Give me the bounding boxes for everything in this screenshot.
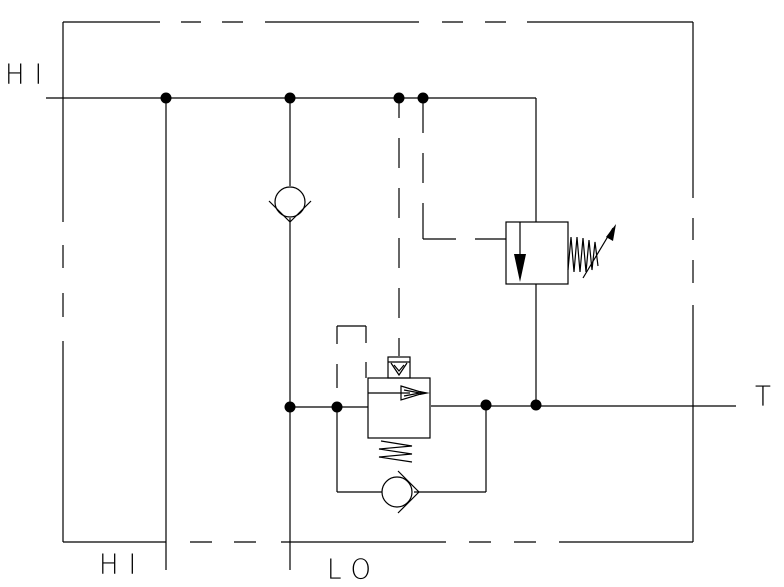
pilot-line-2 — [422, 98, 506, 240]
port-label-hi-bottom: HI — [99, 549, 147, 581]
junction-node — [530, 399, 542, 411]
junction-node — [331, 401, 343, 413]
port-label-lo: LO — [327, 554, 382, 586]
junction-nodes — [160, 92, 542, 413]
relief-valve — [505, 221, 616, 285]
port-label-tank: T — [755, 381, 781, 413]
junction-node — [480, 399, 492, 411]
junction-node — [393, 92, 405, 104]
junction-node — [284, 92, 296, 104]
junction-node — [417, 92, 429, 104]
junction-node — [284, 401, 296, 413]
drain-line — [336, 325, 367, 388]
check-valve-2 — [381, 470, 420, 514]
port-label-hi-top: HI — [5, 59, 53, 91]
check-valve-1 — [268, 186, 312, 223]
enclosure-boundary — [62, 21, 694, 543]
junction-node — [160, 92, 172, 104]
pilot-operated-valve — [367, 356, 431, 463]
